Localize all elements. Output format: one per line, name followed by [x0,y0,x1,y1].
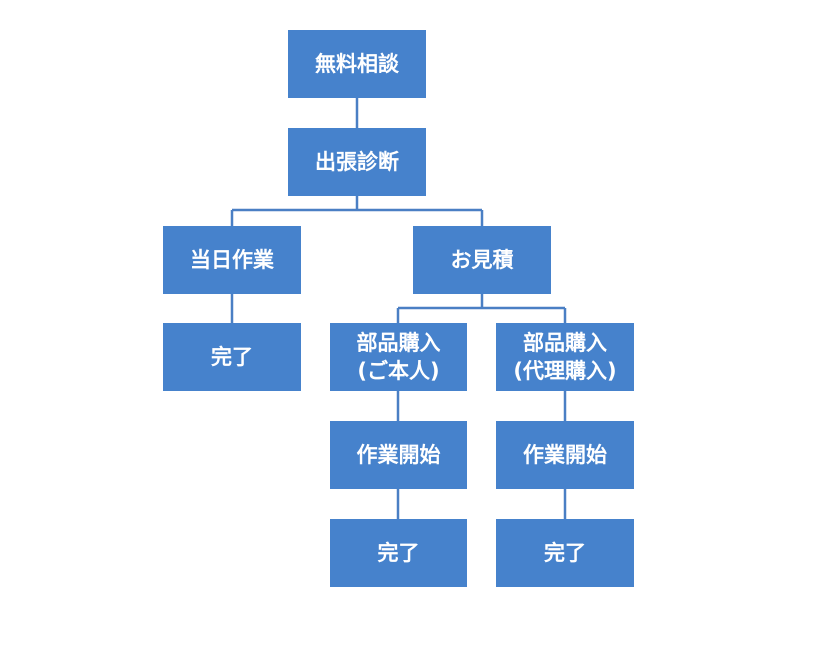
node-parts-purchase-proxy: 部品購入 (代理購入) [496,323,634,391]
node-parts-purchase-self: 部品購入 (ご本人) [330,323,467,391]
parts-self-line2: (ご本人) [357,359,440,383]
node-onsite-diagnosis: 出張診断 [288,128,426,196]
parts-proxy-line1: 部品購入 [523,330,607,355]
parts-proxy-line2: (代理購入) [513,359,617,383]
node-work-start-self: 作業開始 [330,421,467,489]
node-free-consultation: 無料相談 [288,30,426,98]
node-estimate: お見積 [413,226,551,294]
node-complete-proxy: 完了 [496,519,634,587]
node-complete-self: 完了 [330,519,467,587]
node-same-day-work: 当日作業 [163,226,301,294]
parts-self-line1: 部品購入 [356,330,441,355]
node-work-start-proxy: 作業開始 [496,421,634,489]
node-same-day-complete: 完了 [163,323,301,391]
